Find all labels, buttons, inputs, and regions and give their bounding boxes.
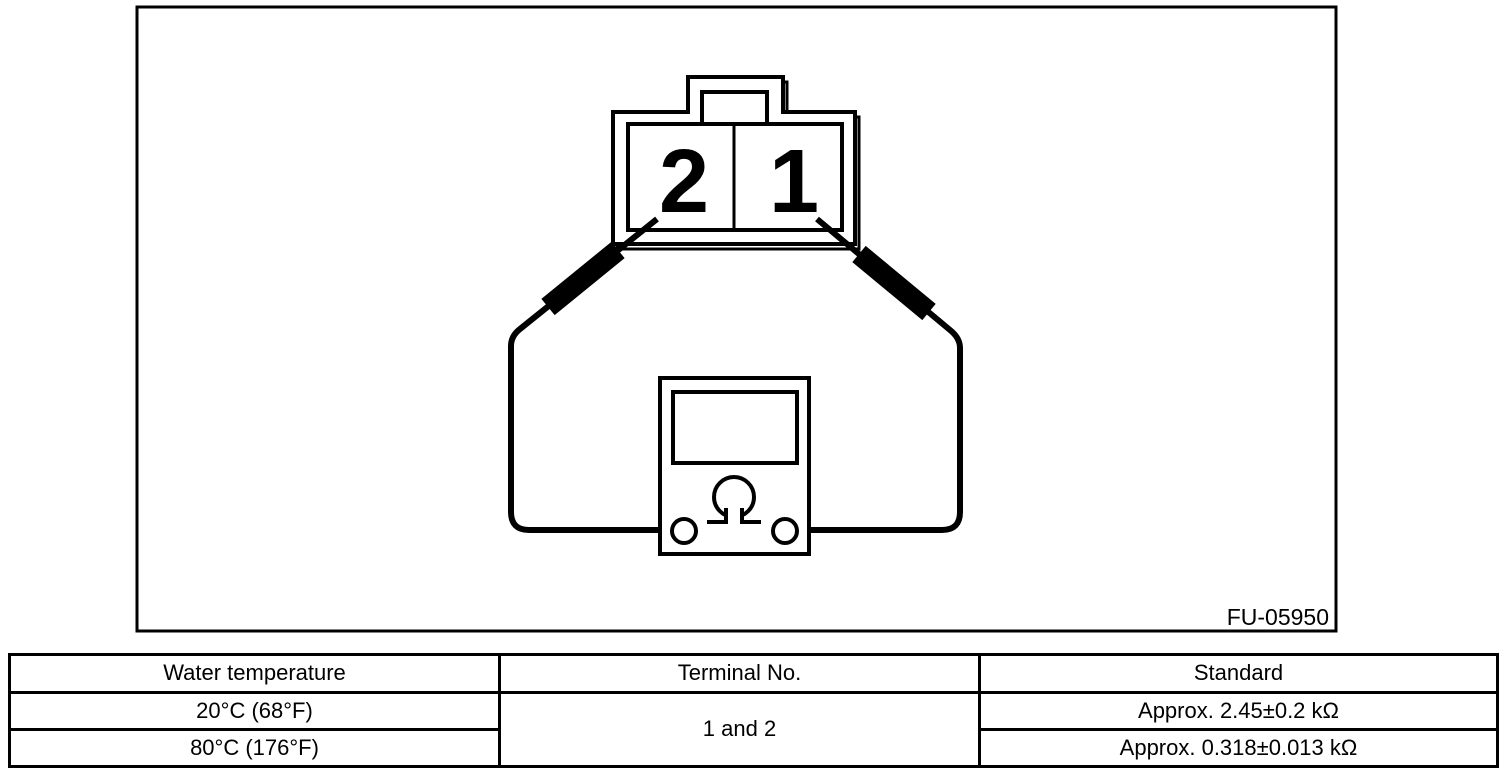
table-header-row: Water temperature Terminal No. Standard bbox=[8, 653, 1499, 694]
header-standard: Standard bbox=[978, 653, 1499, 694]
terminal-2-label: 2 bbox=[659, 132, 709, 232]
table-row: 20°C (68°F) 1 and 2 Approx. 2.45±0.2 kΩ bbox=[8, 691, 1499, 768]
header-water-temperature: Water temperature bbox=[8, 653, 501, 694]
terminal-1-label: 1 bbox=[769, 132, 819, 232]
table-row: 80°C (176°F) Approx. 0.318±0.013 kΩ bbox=[8, 728, 1499, 768]
left-test-lead-wire bbox=[508, 216, 672, 533]
cell-terminal-1-and-2: 1 and 2 bbox=[498, 691, 981, 768]
ohm-symbol-icon bbox=[707, 475, 761, 524]
multimeter-terminal-left bbox=[670, 517, 698, 545]
resistance-spec-table: Water temperature Terminal No. Standard … bbox=[8, 653, 1499, 768]
right-probe-grip bbox=[852, 245, 936, 321]
multimeter-display bbox=[671, 390, 799, 465]
left-probe-grip bbox=[541, 241, 625, 316]
cell-standard-20c: Approx. 2.45±0.2 kΩ bbox=[978, 691, 1499, 731]
resistance-check-figure: 2 1 FU-05950 bbox=[135, 5, 1338, 633]
header-terminal-no: Terminal No. bbox=[498, 653, 981, 694]
right-test-lead-wire bbox=[797, 216, 963, 533]
connector-lock-tab bbox=[700, 90, 769, 126]
figure-frame bbox=[135, 5, 1338, 633]
figure-code-label: FU-05950 bbox=[1227, 604, 1329, 630]
ohmmeter bbox=[658, 376, 811, 556]
cell-temp-20c: 20°C (68°F) bbox=[8, 691, 501, 731]
multimeter-terminal-right bbox=[771, 517, 799, 545]
cell-temp-80c: 80°C (176°F) bbox=[8, 728, 501, 768]
cell-standard-80c: Approx. 0.318±0.013 kΩ bbox=[978, 728, 1499, 768]
